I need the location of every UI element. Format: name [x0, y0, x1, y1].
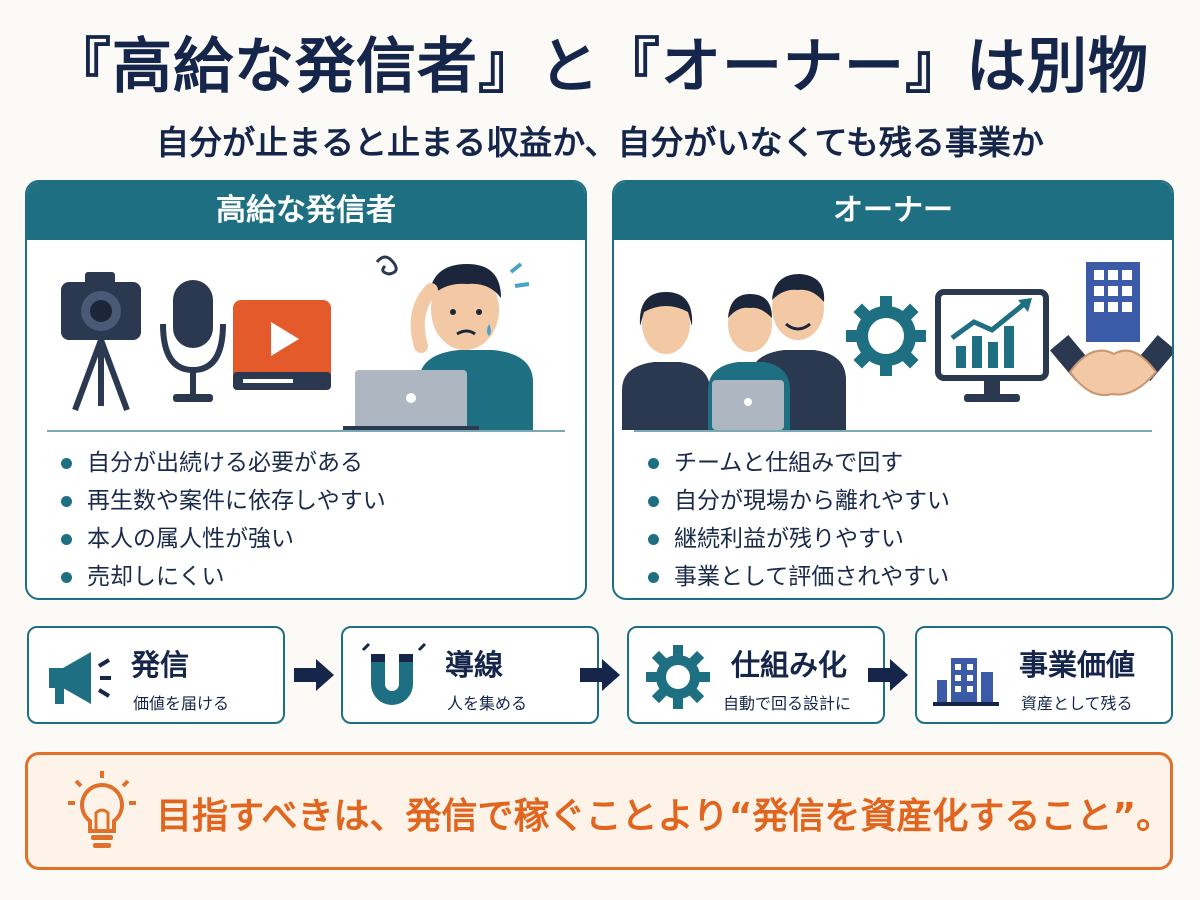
owner-panel: オーナー — [612, 180, 1174, 600]
building-chart-icon — [933, 658, 999, 706]
video-play-icon — [233, 300, 331, 390]
conclusion-callout: 目指すべきは、発信で稼ぐことより“発信を資産化すること”。 — [25, 752, 1173, 870]
stressed-creator-icon — [343, 255, 533, 430]
owner-bullet: 継続利益が残りやすい — [648, 520, 950, 558]
page-title: 『高給な発信者』と『オーナー』は別物 — [51, 32, 1149, 102]
owner-bullet-list: チームと仕組みで回す 自分が現場から離れやすい 継続利益が残りやすい 事業として… — [648, 444, 950, 596]
creator-bullet: 自分が出続ける必要がある — [61, 444, 386, 482]
step-title: 事業価値 — [1019, 648, 1136, 682]
creator-bullet: 本人の属人性が強い — [61, 520, 386, 558]
creator-bullet: 再生数や案件に依存しやすい — [61, 482, 386, 520]
owner-illustration — [622, 262, 1172, 430]
owner-bullet: チームと仕組みで回す — [648, 444, 950, 482]
step-title: 導線 — [445, 648, 504, 682]
owner-panel-divider — [634, 430, 1152, 432]
creator-bullet: 売却しにくい — [61, 558, 386, 596]
step-jigyou-kachi: 事業価値 資産として残る — [915, 626, 1173, 724]
creator-illustration — [61, 255, 533, 430]
lightbulb-icon — [68, 771, 136, 848]
page-subtitle: 自分が止まると止まる収益か、自分がいなくても残る事業か — [156, 123, 1044, 162]
step-title: 発信 — [131, 648, 190, 682]
arrow-right-icon — [580, 659, 620, 691]
microphone-icon — [160, 280, 226, 402]
step-subtitle: 人を集める — [447, 694, 528, 713]
creator-panel: 高給な発信者 — [25, 180, 587, 600]
owner-bullet: 自分が現場から離れやすい — [648, 482, 950, 520]
step-title: 仕組み化 — [731, 648, 848, 682]
creator-panel-heading: 高給な発信者 — [27, 182, 585, 240]
team-icon — [622, 274, 846, 430]
arrow-right-icon — [868, 659, 908, 691]
step-dousen: 導線 人を集める — [341, 626, 599, 724]
step-subtitle: 資産として残る — [1021, 694, 1133, 713]
gear-icon — [646, 645, 710, 709]
step-subtitle: 自動で回る設計に — [723, 694, 852, 713]
step-hasshin: 発信 価値を届ける — [27, 626, 285, 724]
owner-bullet: 事業として評価されやすい — [648, 558, 950, 596]
creator-bullet-list: 自分が出続ける必要がある 再生数や案件に依存しやすい 本人の属人性が強い 売却し… — [61, 444, 386, 596]
owner-panel-heading: オーナー — [614, 182, 1172, 240]
arrow-right-icon — [294, 659, 334, 691]
gear-icon — [846, 296, 926, 376]
building-handshake-icon — [1049, 262, 1172, 396]
magnet-icon — [361, 642, 427, 705]
creator-panel-divider — [47, 430, 565, 432]
step-subtitle: 価値を届ける — [133, 694, 230, 713]
megaphone-icon — [49, 652, 111, 704]
conclusion-text: 目指すべきは、発信で稼ぐことより“発信を資産化すること”。 — [156, 796, 1173, 837]
step-shikumika: 仕組み化 自動で回る設計に — [627, 626, 885, 724]
camera-icon — [61, 272, 141, 412]
growth-chart-monitor-icon — [935, 289, 1049, 402]
